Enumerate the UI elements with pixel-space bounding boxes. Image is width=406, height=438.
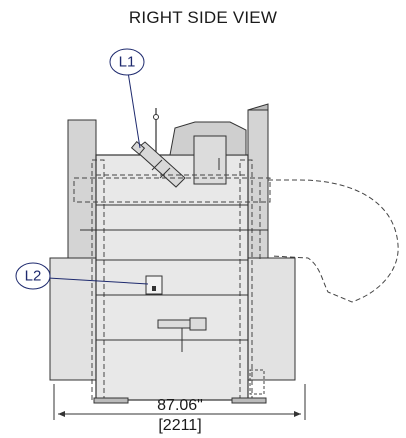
dimension-inches: 87.06" xyxy=(157,397,203,414)
callout-l2[interactable]: L2 xyxy=(15,262,149,290)
lower-right-fitting xyxy=(249,369,265,395)
angled-cylinder xyxy=(130,141,186,188)
overall-width-dimension xyxy=(53,384,306,420)
right-panel-top xyxy=(247,103,269,111)
handle-assembly xyxy=(157,317,207,352)
left-foot xyxy=(93,397,129,404)
door-swing-outline xyxy=(268,179,399,303)
right-back-panel xyxy=(247,109,269,261)
callout-l1-label: L1 xyxy=(119,54,136,71)
main-cabinet xyxy=(95,154,249,401)
dimension-mm: [2211] xyxy=(158,417,201,434)
callout-l1[interactable]: L1 xyxy=(109,48,145,149)
callout-l2-label: L2 xyxy=(25,268,42,285)
view-title: RIGHT SIDE VIEW xyxy=(128,8,278,27)
latch-box xyxy=(145,275,163,295)
right-foot xyxy=(231,397,267,404)
control-box xyxy=(193,135,227,185)
